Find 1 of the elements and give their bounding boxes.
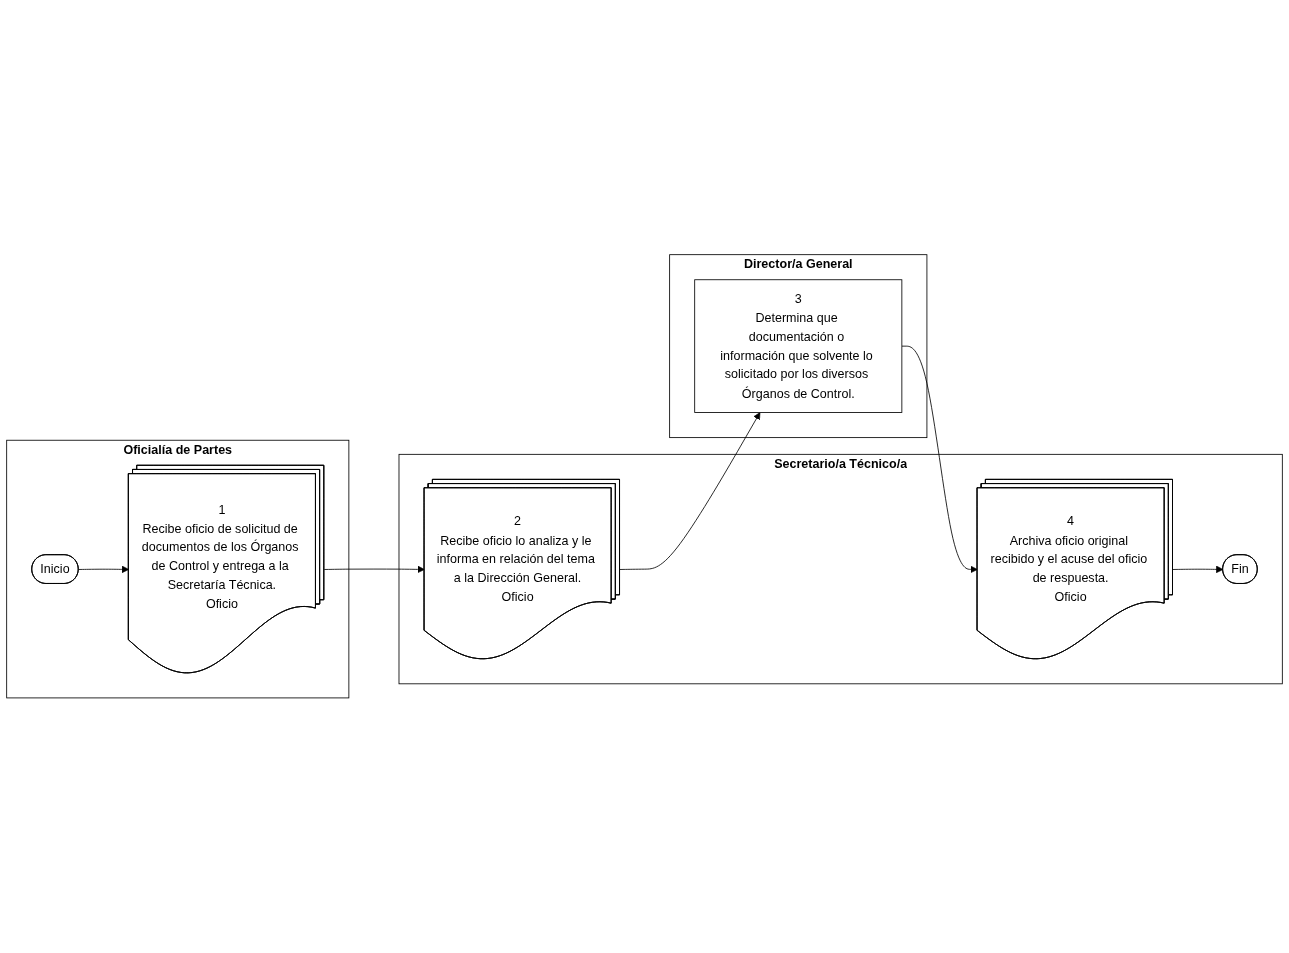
node-box: 3 Determina que documentación o información que solvente lo solicitado por los diversos Órganos de Control. [694,279,903,414]
